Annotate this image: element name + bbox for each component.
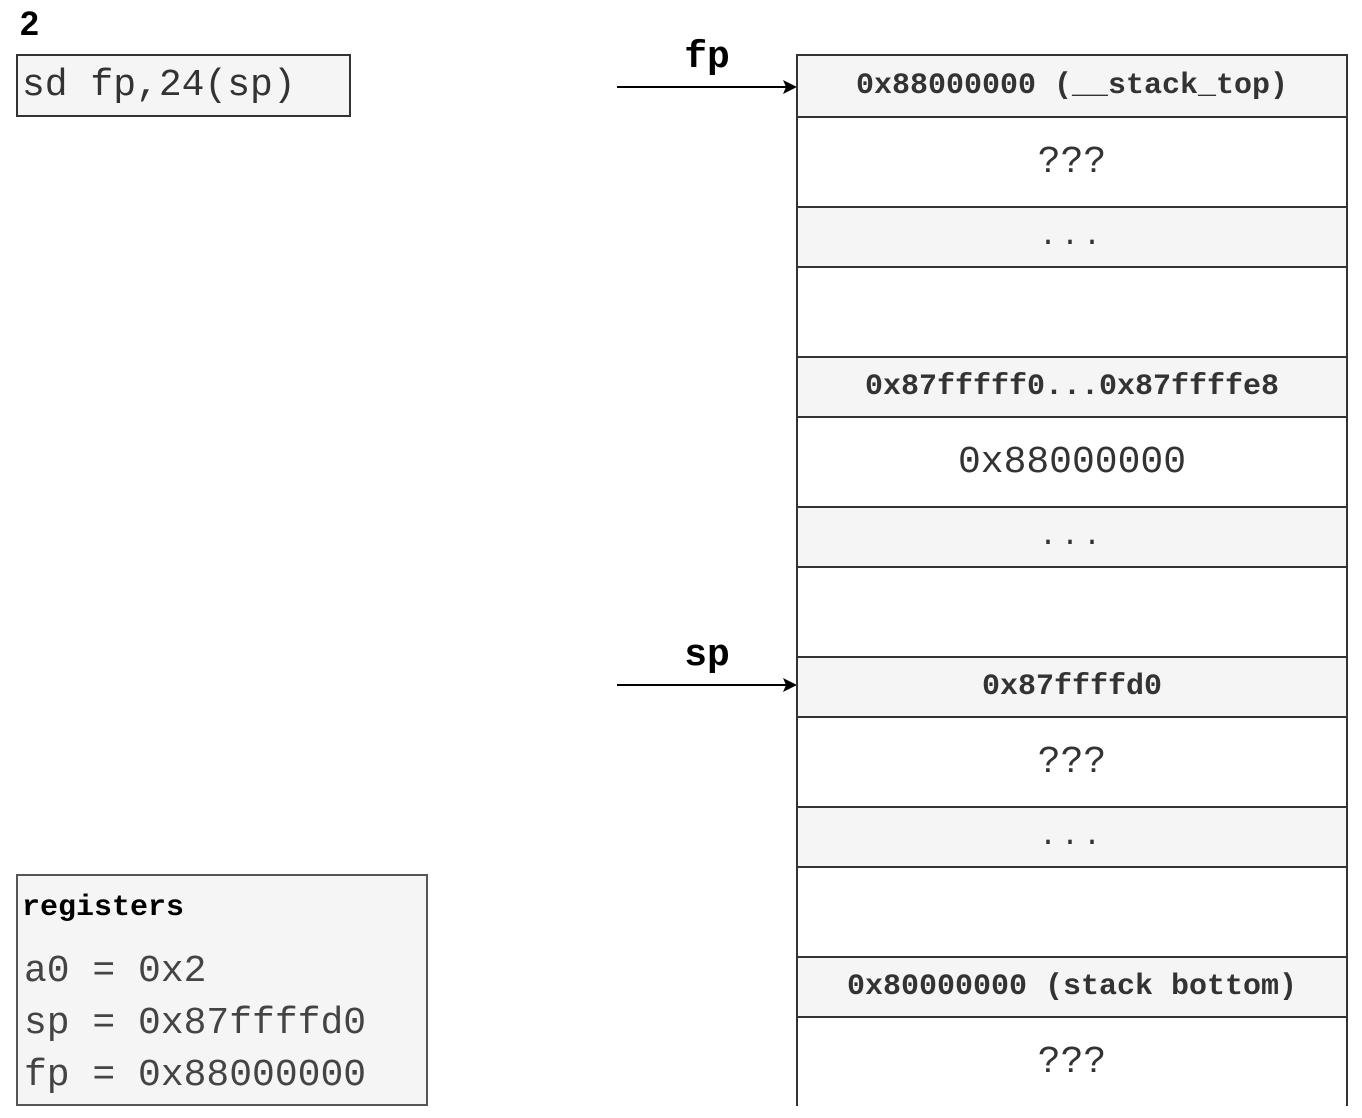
fp-arrow-head bbox=[783, 80, 797, 94]
sp-arrow-head bbox=[783, 678, 797, 692]
stack-cell-4: 0x87fffff0...0x87ffffe8 bbox=[798, 356, 1346, 416]
fp-label: fp bbox=[684, 36, 730, 79]
stack-cell-1: ??? bbox=[798, 116, 1346, 206]
stack-cell-9: ??? bbox=[798, 716, 1346, 806]
sp-label: sp bbox=[684, 634, 730, 677]
stack-cell-3 bbox=[798, 266, 1346, 356]
stack-cell-12: 0x80000000 (stack bottom) bbox=[798, 956, 1346, 1016]
stack-cell-6: ... bbox=[798, 506, 1346, 566]
stack-cell-13: ??? bbox=[798, 1016, 1346, 1106]
registers-panel: registers a0 = 0x2 sp = 0x87ffffd0 fp = … bbox=[16, 874, 428, 1106]
register-a0: a0 = 0x2 bbox=[24, 950, 207, 993]
register-sp: sp = 0x87ffffd0 bbox=[24, 1002, 367, 1045]
stack-cell-10: ... bbox=[798, 806, 1346, 866]
stack-memory: 0x88000000 (__stack_top)???... 0x87fffff0… bbox=[796, 54, 1348, 1106]
step-number: 2 bbox=[20, 5, 39, 43]
stack-cell-0: 0x88000000 (__stack_top) bbox=[798, 56, 1346, 116]
register-fp: fp = 0x88000000 bbox=[24, 1054, 367, 1097]
stack-cell-8: 0x87ffffd0 bbox=[798, 656, 1346, 716]
instruction-box: sd fp,24(sp) bbox=[16, 54, 351, 117]
stack-cell-7 bbox=[798, 566, 1346, 656]
registers-title: registers bbox=[22, 891, 185, 925]
stack-cell-5: 0x88000000 bbox=[798, 416, 1346, 506]
stack-cell-11 bbox=[798, 866, 1346, 956]
stack-cell-2: ... bbox=[798, 206, 1346, 266]
